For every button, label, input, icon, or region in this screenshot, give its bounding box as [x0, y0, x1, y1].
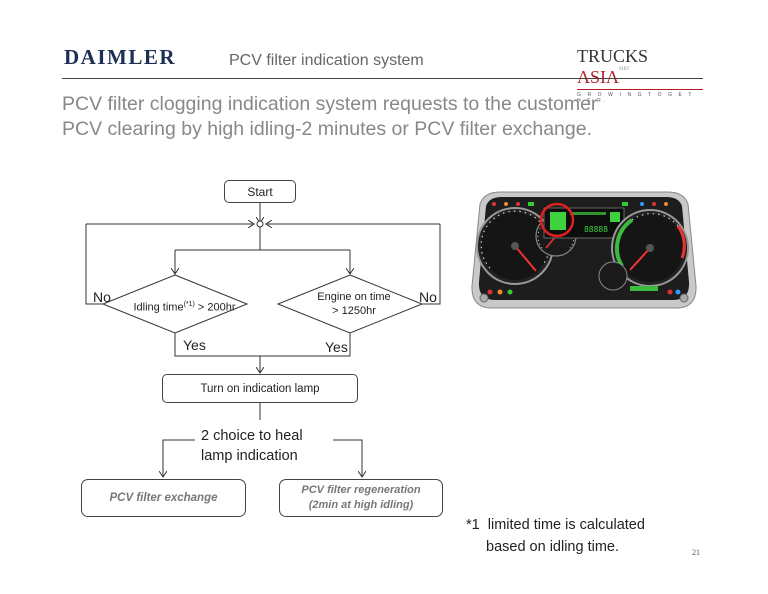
connector-no-left [85, 224, 103, 305]
turn-on-lamp-label: Turn on indication lamp [200, 382, 320, 395]
filter-regen-line-2: (2min at high idling) [308, 499, 414, 511]
connector-no-right [422, 224, 441, 305]
slide-headline: PCV filter clogging indication system re… [62, 92, 702, 142]
connector-to-exchange [163, 439, 195, 477]
dashboard-display-text: 88888 [584, 225, 608, 234]
choice-line-2: lamp indication [201, 448, 298, 464]
footnote-line-2: based on idling time. [486, 539, 619, 555]
idling-threshold-text: > 200hr [194, 301, 236, 314]
engine-condition-line-2: > 1250hr [332, 305, 376, 317]
idling-footnote-ref: (*1) [183, 301, 195, 308]
logo-asia-text: ASIA [577, 67, 620, 87]
page-number: 21 [692, 548, 700, 557]
filter-exchange-label: PCV filter exchange [109, 492, 218, 504]
slide-section-title: PCV filter indication system [229, 52, 424, 69]
yes-label-left: Yes [183, 337, 206, 353]
filter-regen-line-1: PCV filter regeneration [301, 484, 421, 496]
filter-regeneration-box: PCV filter regeneration (2min at high id… [279, 479, 443, 517]
choice-label: 2 choice to heal lamp indication [199, 426, 305, 466]
logo-underline [577, 89, 703, 90]
trucks-asia-logo: TRUCKS ASIAMRT G R O W I N G T O G E T H… [577, 46, 703, 104]
idling-condition-label: Idling time(*1) > 200hr [117, 298, 252, 315]
yes-label-right: Yes [325, 339, 348, 355]
headline-line-2: PCV clearing by high idling-2 minutes or… [62, 118, 593, 140]
logo-tm: MRT [619, 67, 630, 72]
no-label-left: No [93, 289, 111, 305]
flow-start-label: Start [247, 184, 273, 199]
filter-exchange-box: PCV filter exchange [81, 479, 246, 517]
no-label-right: No [419, 289, 437, 305]
highlight-circle [539, 202, 575, 238]
header-divider [62, 78, 703, 79]
connector-to-regen [333, 439, 362, 477]
choice-line-1: 2 choice to heal [201, 428, 303, 444]
logo-tagline: G R O W I N G T O G E T H E R. [577, 92, 694, 104]
footnote-line-1: limited time is calculated [487, 517, 645, 533]
footnote-marker: *1 [466, 517, 480, 533]
idling-condition-text: Idling time [133, 301, 184, 314]
flow-start-box: Start [224, 180, 296, 203]
headline-line-1: PCV filter clogging indication system re… [62, 93, 598, 115]
logo-trucks-text: TRUCKS [577, 46, 649, 66]
turn-on-lamp-box: Turn on indication lamp [162, 374, 358, 403]
engine-condition-label: Engine on time > 1250hr [300, 290, 408, 318]
footnote: *1 limited time is calculated based on i… [466, 514, 645, 558]
instrument-cluster-image: 88888 [471, 191, 697, 309]
merge-node [256, 220, 264, 228]
connector-yes-join [174, 333, 351, 357]
daimler-logo: DAIMLER [64, 45, 177, 69]
engine-condition-line-1: Engine on time [317, 291, 391, 303]
